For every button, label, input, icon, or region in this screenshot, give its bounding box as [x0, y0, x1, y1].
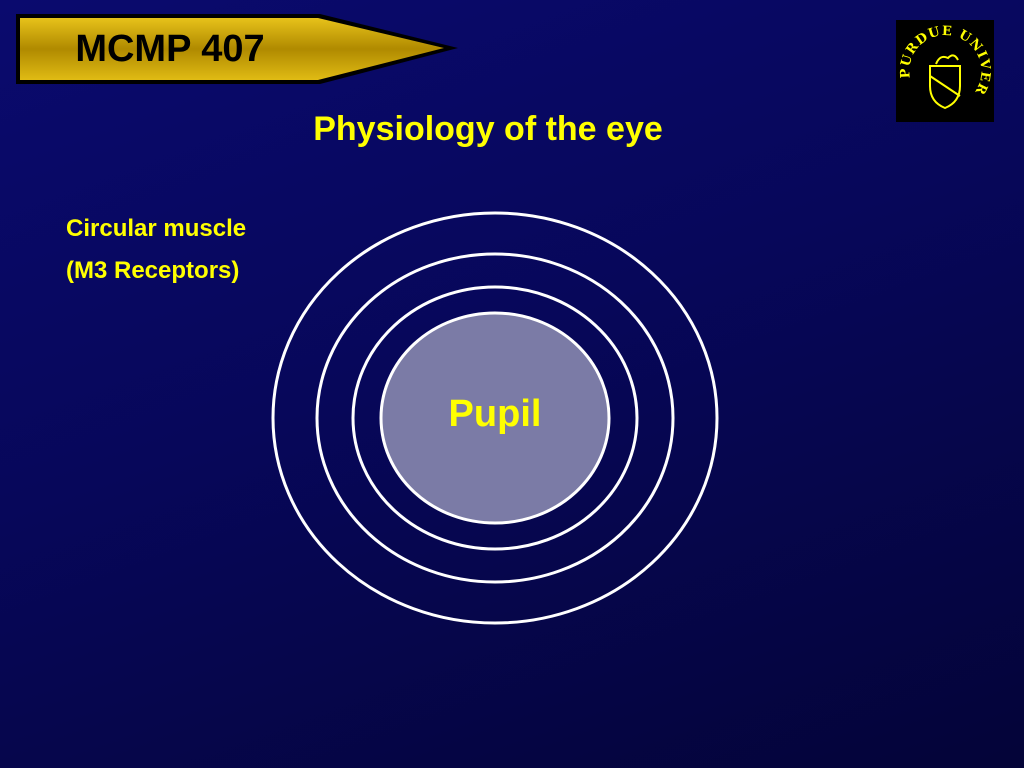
course-code: MCMP 407: [75, 28, 265, 70]
slide-title: Physiology of the eye: [313, 110, 663, 148]
pupil-disc: [379, 311, 611, 525]
annotation-line-1: Circular muscle: [66, 215, 247, 242]
inner-ring: [351, 285, 639, 551]
annotation-line-2: (M3 Receptors): [66, 257, 240, 284]
course-banner: MCMP 407: [0, 0, 470, 100]
banner-arrow-shape: [16, 14, 458, 84]
circular-muscle-annotation: Circular muscle (M3 Receptors): [66, 208, 246, 292]
outer-ring: [271, 211, 719, 625]
university-logo: PURDUE UNIVERSITY: [896, 20, 994, 122]
university-seal-icon: PURDUE UNIVERSITY: [896, 20, 992, 110]
pupil-label: Pupil: [448, 393, 542, 435]
middle-ring: [315, 252, 675, 584]
